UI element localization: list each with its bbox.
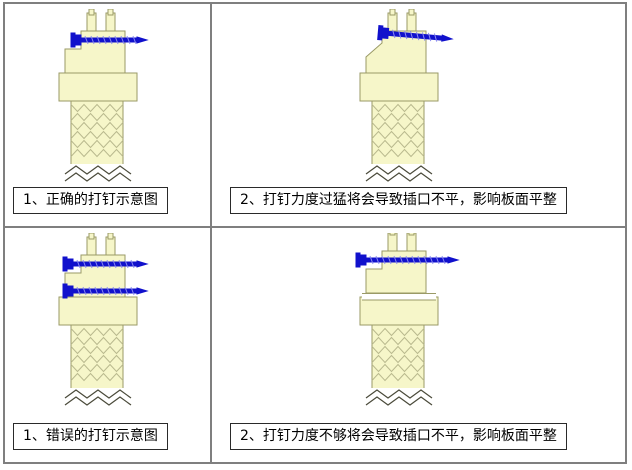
- interlock-tab: [387, 233, 398, 252]
- interlock-tab-cap: [408, 9, 415, 16]
- panel-body: [365, 250, 427, 294]
- insulation-core: [64, 100, 132, 184]
- interlock-tab-cap: [107, 233, 114, 240]
- panel-cell-bottom-right: 2、打钉力度不够将会导致插口不平，影响板面平整: [212, 228, 625, 462]
- screw: [377, 25, 454, 42]
- interlock-tab-cap: [107, 9, 114, 16]
- nailing-diagram-wrong: [58, 233, 149, 408]
- insulation-core: [365, 324, 433, 408]
- screw: [355, 252, 460, 268]
- screw: [62, 283, 149, 299]
- panel-caption: 2、打钉力度过猛将会导致插口不平，影响板面平整: [230, 187, 567, 214]
- interlock-tab-cap: [88, 233, 95, 240]
- interlock-tab: [406, 12, 417, 32]
- panel-block: [359, 296, 439, 326]
- panel-block: [58, 72, 138, 102]
- insulation-core: [365, 100, 433, 184]
- insulation-core: [64, 324, 132, 408]
- panel-top-profile: [62, 233, 149, 299]
- nailing-diagram-underdriven: [355, 233, 460, 408]
- interlock-tab-cap: [88, 9, 95, 16]
- interlock-tab: [105, 236, 116, 256]
- panel-top-profile: [365, 9, 454, 74]
- panel-caption: 2、打钉力度不够将会导致插口不平，影响板面平整: [230, 423, 567, 450]
- screw: [70, 32, 149, 48]
- interlock-tab-cap: [389, 9, 396, 16]
- panel-top-profile: [355, 233, 460, 294]
- interlock-tab-cap: [389, 233, 396, 236]
- panel-cell-top-right: 2、打钉力度过猛将会导致插口不平，影响板面平整: [212, 4, 625, 228]
- nailing-diagram-overdriven: [359, 9, 454, 184]
- panel-caption: 1、错误的打钉示意图: [13, 423, 168, 450]
- interlock-tab: [105, 12, 116, 32]
- panel-body: [365, 30, 427, 74]
- panel-cell-top-left: 1、正确的打钉示意图: [5, 4, 212, 228]
- panel-block: [58, 296, 138, 326]
- panel-cell-bottom-left: 1、错误的打钉示意图: [5, 228, 212, 462]
- interlock-tab: [86, 236, 97, 256]
- nailing-diagram-correct: [58, 9, 149, 184]
- interlock-tab-cap: [408, 233, 415, 236]
- interlock-tab: [406, 233, 417, 252]
- interlock-tab: [86, 12, 97, 32]
- diagram-grid: 1、正确的打钉示意图 2、打钉力度过猛将会导致插口不平，影响板面平整 1、错误的…: [3, 2, 627, 464]
- screw: [62, 256, 149, 272]
- panel-caption: 1、正确的打钉示意图: [13, 187, 168, 214]
- panel-block: [359, 72, 439, 102]
- interlock-tab: [387, 12, 398, 32]
- panel-top-profile: [64, 9, 149, 74]
